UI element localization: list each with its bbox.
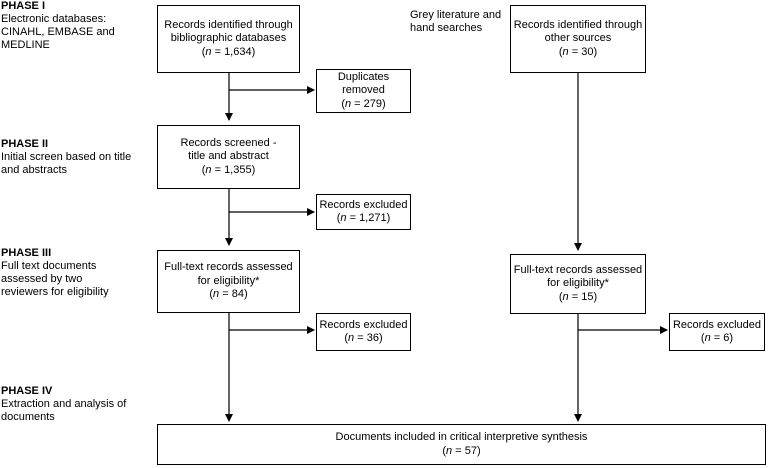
box-label: Records excluded bbox=[319, 318, 408, 331]
phase-2-desc: Initial screen based on title and abstra… bbox=[1, 151, 132, 176]
box-included: Documents included in critical interpret… bbox=[157, 424, 766, 465]
phase-1-title: PHASE I bbox=[1, 0, 46, 12]
box-label: Documents included in critical interpret… bbox=[335, 431, 588, 443]
box-count: (n = 1,271) bbox=[336, 212, 391, 224]
phase-3-title: PHASE III bbox=[1, 247, 52, 259]
box-label: Records identified through other sources bbox=[513, 18, 643, 45]
box-count: (n = 57) bbox=[442, 444, 481, 457]
box-label: Records identified through bibliographic… bbox=[164, 18, 293, 45]
box-label: Full-text records assessed for eligibili… bbox=[513, 263, 643, 290]
box-label: Records excluded bbox=[672, 318, 762, 331]
box-excluded-left: Records excluded (n = 36) bbox=[316, 313, 411, 351]
box-count: (n = 279) bbox=[341, 97, 386, 110]
box-records-screened: Records screened - title and abstract (n… bbox=[157, 125, 300, 189]
box-count: (n = 84) bbox=[209, 288, 248, 301]
phase-1-label: PHASE I Electronic databases: CINAHL, EM… bbox=[1, 0, 151, 52]
phase-4-desc: Extraction and analysis of documents bbox=[1, 398, 127, 423]
phase-3-label: PHASE III Full text documents assessed b… bbox=[1, 247, 151, 299]
box-count: (n = 1,634) bbox=[201, 45, 256, 58]
box-count: (n = 1,355) bbox=[201, 163, 256, 176]
box-label: Full-text records assessed for eligibili… bbox=[164, 261, 293, 287]
box-count: (n = 6) bbox=[700, 332, 734, 344]
box-label: Records screened - title and abstract bbox=[180, 136, 277, 163]
box-other-records: Records identified through other sources… bbox=[510, 5, 646, 73]
box-count: (n = 15) bbox=[558, 290, 598, 303]
box-fulltext-left: Full-text records assessed for eligibili… bbox=[157, 250, 300, 313]
phase-4-title: PHASE IV bbox=[1, 385, 53, 397]
box-count: (n = 36) bbox=[344, 332, 383, 344]
phase-3-desc: Full text documents assessed by two revi… bbox=[1, 260, 109, 298]
box-db-records: Records identified through bibliographic… bbox=[157, 5, 300, 73]
box-fulltext-right: Full-text records assessed for eligibili… bbox=[510, 254, 646, 314]
box-label: Records excluded bbox=[319, 198, 408, 211]
phase-1-desc: Electronic databases: CINAHL, EMBASE and… bbox=[1, 13, 115, 51]
box-excluded-screen: Records excluded (n = 1,271) bbox=[316, 194, 411, 230]
phase-2-title: PHASE II bbox=[1, 138, 49, 150]
phase-2-label: PHASE II Initial screen based on title a… bbox=[1, 138, 151, 177]
box-count: (n = 30) bbox=[558, 45, 598, 58]
phase-4-label: PHASE IV Extraction and analysis of docu… bbox=[1, 385, 151, 424]
box-label: Duplicates removed bbox=[337, 70, 390, 97]
grey-literature-note: Grey literature and hand searches bbox=[410, 9, 502, 34]
box-excluded-right: Records excluded (n = 6) bbox=[669, 313, 765, 351]
box-duplicates-removed: Duplicates removed (n = 279) bbox=[316, 69, 411, 113]
